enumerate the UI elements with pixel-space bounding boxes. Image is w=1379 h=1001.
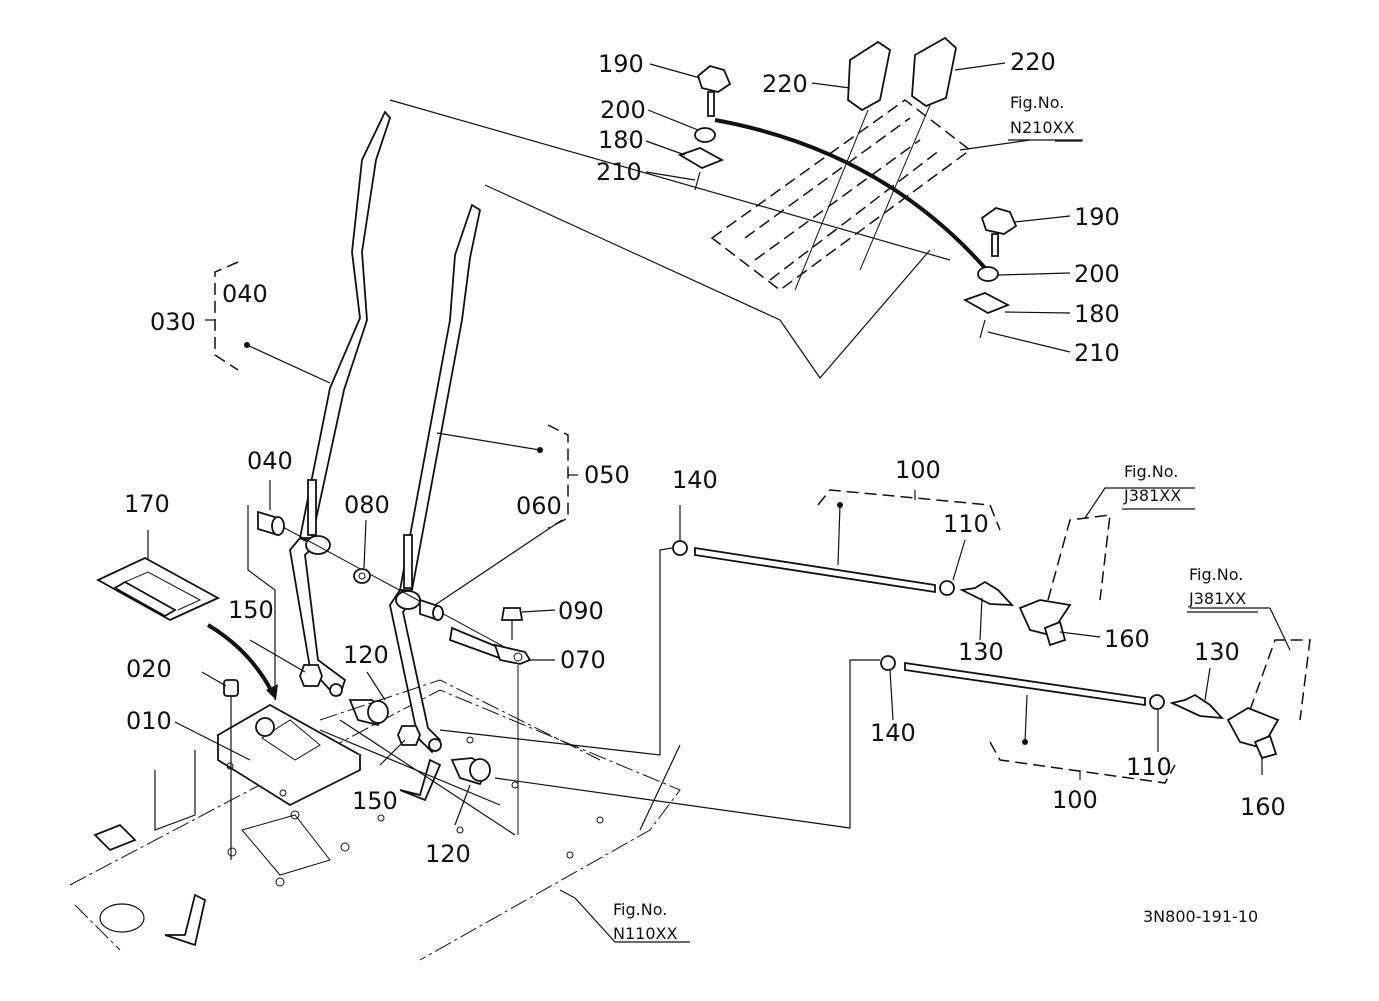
callout-150: 150 — [228, 596, 274, 624]
callout-080: 080 — [344, 491, 390, 519]
callout-210: 210 — [596, 158, 642, 186]
part-170-mat — [96, 556, 278, 700]
svg-text:J381XX: J381XX — [1123, 486, 1181, 505]
group-bracket-100 — [817, 489, 1001, 531]
part-190-knob — [696, 65, 732, 117]
floor-plate — [69, 689, 681, 961]
figure-ref-n110xx: Fig.No. N110XX — [613, 900, 677, 943]
svg-text:N110XX: N110XX — [613, 924, 677, 943]
callout-110: 110 — [1126, 753, 1172, 781]
part-040-collar — [257, 510, 285, 537]
callout-040: 040 — [222, 280, 268, 308]
floor-bracket — [399, 758, 442, 802]
drawing-code: 3N800-191-10 — [1143, 907, 1258, 926]
callout-220: 220 — [1010, 48, 1056, 76]
part-180-clip — [962, 292, 1011, 314]
callout-180: 180 — [1074, 300, 1120, 328]
svg-text:Fig.No.: Fig.No. — [1124, 462, 1178, 481]
figure-ref-j381xx: Fig.No. J381XX — [1188, 565, 1246, 608]
part-050-lever — [389, 203, 482, 754]
part-190-knob — [980, 207, 1018, 257]
callout-160: 160 — [1104, 625, 1150, 653]
part-220-grips — [794, 36, 957, 291]
leader-line — [484, 184, 931, 379]
part-100-rod — [880, 639, 1311, 760]
callout-020: 020 — [126, 655, 172, 683]
callout-170: 170 — [124, 490, 170, 518]
lever-guide — [710, 99, 1031, 291]
callout-030: 030 — [150, 308, 196, 336]
leader-line — [494, 659, 880, 829]
reference-line — [319, 679, 601, 761]
callout-040: 040 — [247, 447, 293, 475]
callout-140: 140 — [672, 466, 718, 494]
svg-text:N210XX: N210XX — [1010, 118, 1074, 137]
svg-text:Fig.No.: Fig.No. — [1010, 93, 1064, 112]
part-070-pin — [448, 626, 532, 665]
callout-010: 010 — [126, 707, 172, 735]
part-100-rod — [672, 514, 1111, 647]
svg-text:Fig.No.: Fig.No. — [613, 900, 667, 919]
leader-line — [319, 729, 501, 806]
group-bracket-030 — [214, 261, 239, 371]
floor-cutout — [241, 814, 331, 876]
floor-hole — [99, 903, 145, 933]
part-080-washer — [353, 568, 371, 584]
part-200-washer — [694, 127, 716, 143]
svg-text:J381XX: J381XX — [1188, 589, 1246, 608]
callout-220: 220 — [762, 70, 808, 98]
callout-130: 130 — [958, 638, 1004, 666]
floor-bracket — [93, 823, 137, 852]
part-150-nut — [299, 664, 421, 746]
callout-140: 140 — [870, 719, 916, 747]
part-060-collar — [419, 598, 444, 622]
callout-200: 200 — [1074, 260, 1120, 288]
callout-180: 180 — [598, 126, 644, 154]
group-bracket-100 — [989, 741, 1176, 784]
callout-070: 070 — [560, 646, 606, 674]
shaft-axis — [269, 519, 511, 651]
callout-050: 050 — [584, 461, 630, 489]
callout-090: 090 — [558, 597, 604, 625]
part-020-bolt — [223, 679, 239, 860]
callout-100: 100 — [1052, 786, 1098, 814]
part-090-bolt — [500, 607, 524, 835]
part-210-pin — [979, 319, 986, 339]
part-030-lever — [289, 110, 392, 697]
callout-120: 120 — [425, 840, 471, 868]
part-120-joint — [348, 699, 491, 786]
floor-bracket — [164, 893, 207, 947]
callout-210: 210 — [1074, 339, 1120, 367]
part-210-pin — [694, 171, 701, 191]
leader-line — [247, 505, 276, 700]
leader-line — [439, 547, 673, 756]
callout-200: 200 — [600, 96, 646, 124]
callout-150: 150 — [352, 787, 398, 815]
callout-120: 120 — [343, 641, 389, 669]
svg-text:Fig.No.: Fig.No. — [1189, 565, 1243, 584]
callout-130: 130 — [1194, 638, 1240, 666]
callout-190: 190 — [1074, 203, 1120, 231]
callout-100: 100 — [895, 456, 941, 484]
callout-060: 060 — [516, 492, 562, 520]
leader-line — [339, 719, 516, 836]
callout-110: 110 — [943, 510, 989, 538]
figure-ref-j381xx: Fig.No. J381XX — [1123, 462, 1181, 505]
part-180-clip — [677, 147, 725, 170]
leader-lines — [147, 62, 1291, 943]
callout-190: 190 — [598, 50, 644, 78]
part-010-bracket — [216, 703, 362, 807]
assembly-arrow — [714, 118, 987, 270]
callout-160: 160 — [1240, 793, 1286, 821]
figure-ref-n210xx: Fig.No. N210XX — [1010, 93, 1074, 137]
part-200-washer — [977, 266, 999, 282]
